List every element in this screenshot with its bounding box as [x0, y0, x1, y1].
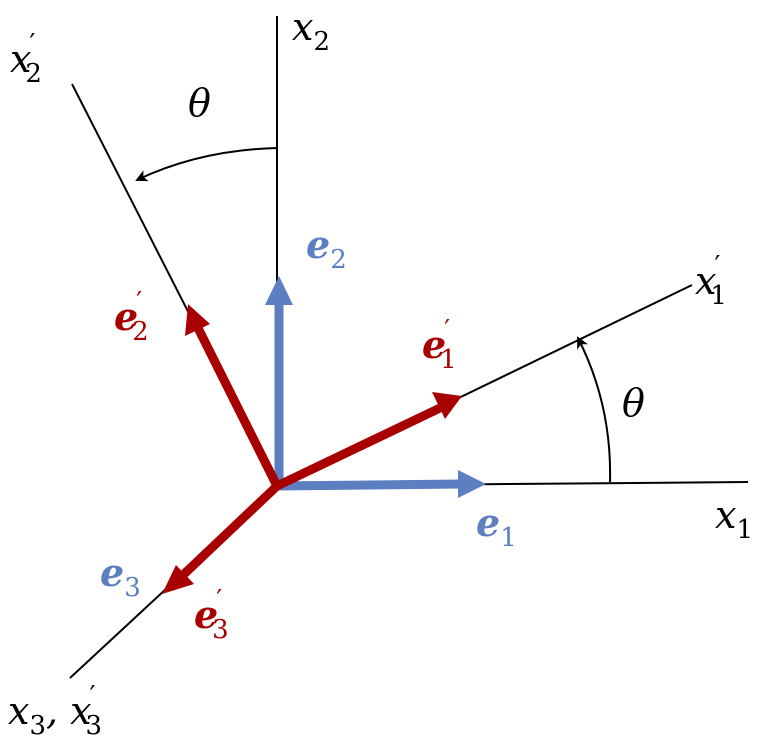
- e3-label: e3: [100, 550, 141, 603]
- e2-label: e2: [306, 222, 347, 275]
- e3-prime-vector: [177, 481, 282, 581]
- theta-arc-right: [577, 336, 612, 483]
- theta-label-top: θ: [188, 81, 211, 125]
- e1-label: e1: [476, 500, 517, 553]
- e1-vector: [272, 479, 467, 491]
- e2-prime-label: e′2: [114, 287, 149, 347]
- x3-x3-prime-label: x3, x′3: [8, 681, 102, 741]
- e1-prime-label: e′1: [422, 315, 457, 375]
- e2-arrowhead: [265, 276, 293, 305]
- x2-prime-label: x′2: [10, 29, 42, 89]
- e2-prime-vector: [193, 323, 282, 491]
- x2-label: x2: [292, 5, 330, 57]
- e2-prime-arrowhead: [185, 304, 210, 336]
- theta-label-right: θ: [622, 381, 645, 425]
- e1-prime-vector: [272, 403, 445, 491]
- e3-prime-arrowhead: [162, 565, 194, 594]
- x1-label: x1: [715, 493, 753, 545]
- x1-prime-label: x′1: [695, 251, 727, 311]
- e1-arrowhead: [458, 470, 486, 498]
- e3-prime-label: e′3: [194, 585, 229, 645]
- theta-arc-top: [135, 147, 278, 182]
- e1-prime-arrowhead: [432, 392, 462, 419]
